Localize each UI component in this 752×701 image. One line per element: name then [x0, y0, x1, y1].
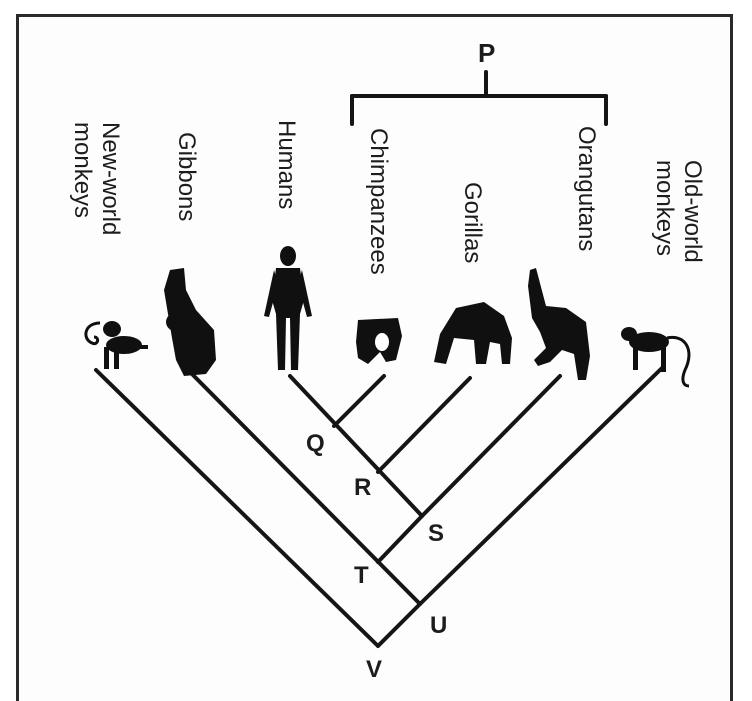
branch-u-to-gibbons: [188, 370, 422, 606]
branch-orangutans: [420, 374, 562, 518]
tree-branches: [94, 366, 664, 648]
node-label-q: Q: [306, 430, 325, 457]
node-label-t: T: [354, 562, 369, 589]
taxon-label-new-world-monkeys: New-world monkeys: [68, 122, 124, 235]
group-label-p: P: [478, 38, 496, 68]
taxon-label-gibbons: Gibbons: [173, 132, 200, 222]
taxon-label-humans: Humans: [273, 120, 300, 210]
branch-t-to-s: [376, 514, 424, 564]
human-silhouette: [264, 246, 312, 370]
group-bracket-p: [350, 70, 608, 126]
branch-old-world-monkeys: [418, 366, 664, 606]
taxon-label-line: monkeys: [651, 160, 678, 257]
old-world-monkey-silhouette: [621, 327, 691, 388]
branch-gorillas: [376, 376, 472, 474]
taxon-label-old-world-monkeys: Old-world monkeys: [650, 160, 706, 263]
taxon-label-line: Old-world: [679, 160, 706, 263]
taxon-label-chimpanzees: Chimpanzees: [365, 128, 392, 275]
orangutan-silhouette: [528, 268, 590, 380]
taxon-label-gorillas: Gorillas: [459, 182, 486, 264]
new-world-monkey-silhouette: [84, 321, 148, 369]
branch-new-world-monkeys: [94, 368, 380, 648]
node-label-r: R: [354, 474, 372, 501]
branch-s-to-humans: [288, 374, 424, 518]
taxon-label-orangutans: Orangutans: [573, 126, 600, 252]
gibbon-silhouette: [164, 268, 216, 376]
node-label-v: V: [366, 656, 383, 683]
taxon-label-line: New-world: [97, 122, 124, 236]
branch-v-to-u: [376, 602, 422, 648]
taxon-label-line: monkeys: [69, 122, 96, 219]
branch-chimpanzees: [332, 374, 386, 428]
gorilla-silhouette: [434, 302, 512, 364]
node-label-s: S: [428, 520, 445, 547]
chimpanzee-silhouette: [356, 318, 402, 364]
node-label-u: U: [430, 612, 448, 639]
